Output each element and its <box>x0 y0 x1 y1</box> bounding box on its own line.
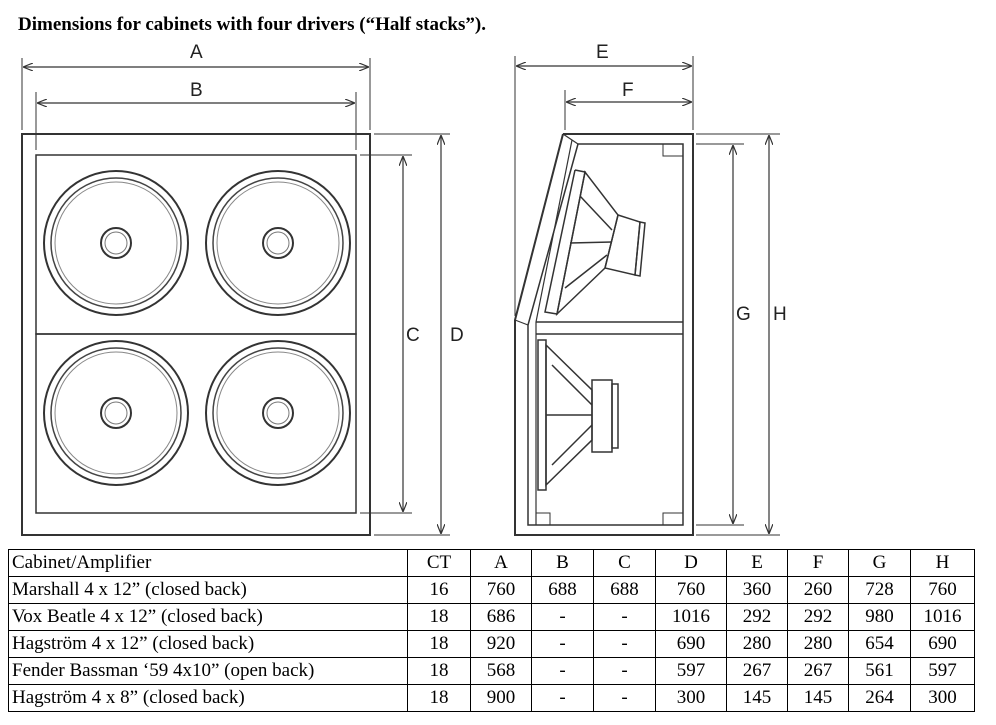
table-cell: 16 <box>407 576 471 604</box>
table-cell: 292 <box>726 603 788 631</box>
table-row: Marshall 4 x 12” (closed back) 16 760 68… <box>8 576 975 604</box>
column-header: B <box>531 549 594 577</box>
table-cell: 145 <box>726 684 788 712</box>
column-header: H <box>910 549 975 577</box>
table-cell: 18 <box>407 603 471 631</box>
table-cell: 1016 <box>910 603 975 631</box>
side-speaker-top <box>544 169 646 317</box>
table-cell: - <box>531 603 594 631</box>
table-cell: 260 <box>787 576 849 604</box>
table-cell: 267 <box>787 657 849 685</box>
table-cell: 145 <box>787 684 849 712</box>
speaker-bottom-right <box>205 340 351 486</box>
table-cell: 760 <box>470 576 532 604</box>
table-row: Hagström 4 x 8” (closed back) 18 900 - -… <box>8 684 975 712</box>
dimension-c-label: C <box>406 325 420 346</box>
page-title: Dimensions for cabinets with four driver… <box>18 14 486 35</box>
table-row: Fender Bassman ‘59 4x10” (open back) 18 … <box>8 657 975 685</box>
table-row: Hagström 4 x 12” (closed back) 18 920 - … <box>8 630 975 658</box>
table-cell: 18 <box>407 630 471 658</box>
column-header: A <box>470 549 532 577</box>
table-cell: 1016 <box>655 603 727 631</box>
column-header: D <box>655 549 727 577</box>
table-cell: 292 <box>787 603 849 631</box>
cabinet-dimension-drawing: A B C D <box>21 42 787 536</box>
table-cell: - <box>593 603 656 631</box>
table-cell: 920 <box>470 630 532 658</box>
column-header: G <box>848 549 911 577</box>
front-view <box>21 58 450 536</box>
table-cell: Hagström 4 x 12” (closed back) <box>8 630 408 658</box>
cabinet-dimensions-table: Cabinet/Amplifier CT A B C D E F G H Mar… <box>8 549 975 712</box>
table-cell: 900 <box>470 684 532 712</box>
table-cell: 728 <box>848 576 911 604</box>
dimension-e-label: E <box>596 42 609 63</box>
table-cell: - <box>593 657 656 685</box>
table-cell: 264 <box>848 684 911 712</box>
table-cell: 688 <box>531 576 594 604</box>
table-cell: 980 <box>848 603 911 631</box>
dimension-b-label: B <box>190 80 203 101</box>
table-cell: 300 <box>910 684 975 712</box>
speaker-top-left <box>43 170 189 316</box>
column-header: CT <box>407 549 471 577</box>
table-cell: 760 <box>910 576 975 604</box>
table-cell: 280 <box>787 630 849 658</box>
table-cell: - <box>593 684 656 712</box>
table-cell: Fender Bassman ‘59 4x10” (open back) <box>8 657 408 685</box>
table-cell: 597 <box>910 657 975 685</box>
table-cell: - <box>531 630 594 658</box>
column-header: F <box>787 549 849 577</box>
table-cell: 18 <box>407 657 471 685</box>
table-cell: 18 <box>407 684 471 712</box>
table-cell: - <box>593 630 656 658</box>
table-cell: 688 <box>593 576 656 604</box>
table-cell: 568 <box>470 657 532 685</box>
dimension-f-label: F <box>622 80 634 101</box>
table-cell: 690 <box>655 630 727 658</box>
table-cell: 300 <box>655 684 727 712</box>
table-cell: Hagström 4 x 8” (closed back) <box>8 684 408 712</box>
table-cell: 597 <box>655 657 727 685</box>
table-row: Vox Beatle 4 x 12” (closed back) 18 686 … <box>8 603 975 631</box>
table-cell: - <box>531 684 594 712</box>
column-header: C <box>593 549 656 577</box>
dimension-a-label: A <box>190 42 203 63</box>
table-cell: Vox Beatle 4 x 12” (closed back) <box>8 603 408 631</box>
column-header: Cabinet/Amplifier <box>8 549 408 577</box>
table-cell: 360 <box>726 576 788 604</box>
table-cell: 280 <box>726 630 788 658</box>
dimension-h-label: H <box>773 304 787 325</box>
table-cell: Marshall 4 x 12” (closed back) <box>8 576 408 604</box>
table-cell: 686 <box>470 603 532 631</box>
dimension-g-label: G <box>736 304 751 325</box>
column-header: E <box>726 549 788 577</box>
speaker-bottom-left <box>43 340 189 486</box>
table-cell: 760 <box>655 576 727 604</box>
side-view <box>514 56 780 536</box>
table-header-row: Cabinet/Amplifier CT A B C D E F G H <box>8 549 975 577</box>
table-cell: 561 <box>848 657 911 685</box>
speaker-top-right <box>205 170 351 316</box>
table-cell: 690 <box>910 630 975 658</box>
side-speaker-bottom <box>537 339 619 491</box>
dimension-d-label: D <box>450 325 464 346</box>
table-cell: - <box>531 657 594 685</box>
table-cell: 267 <box>726 657 788 685</box>
table-cell: 654 <box>848 630 911 658</box>
